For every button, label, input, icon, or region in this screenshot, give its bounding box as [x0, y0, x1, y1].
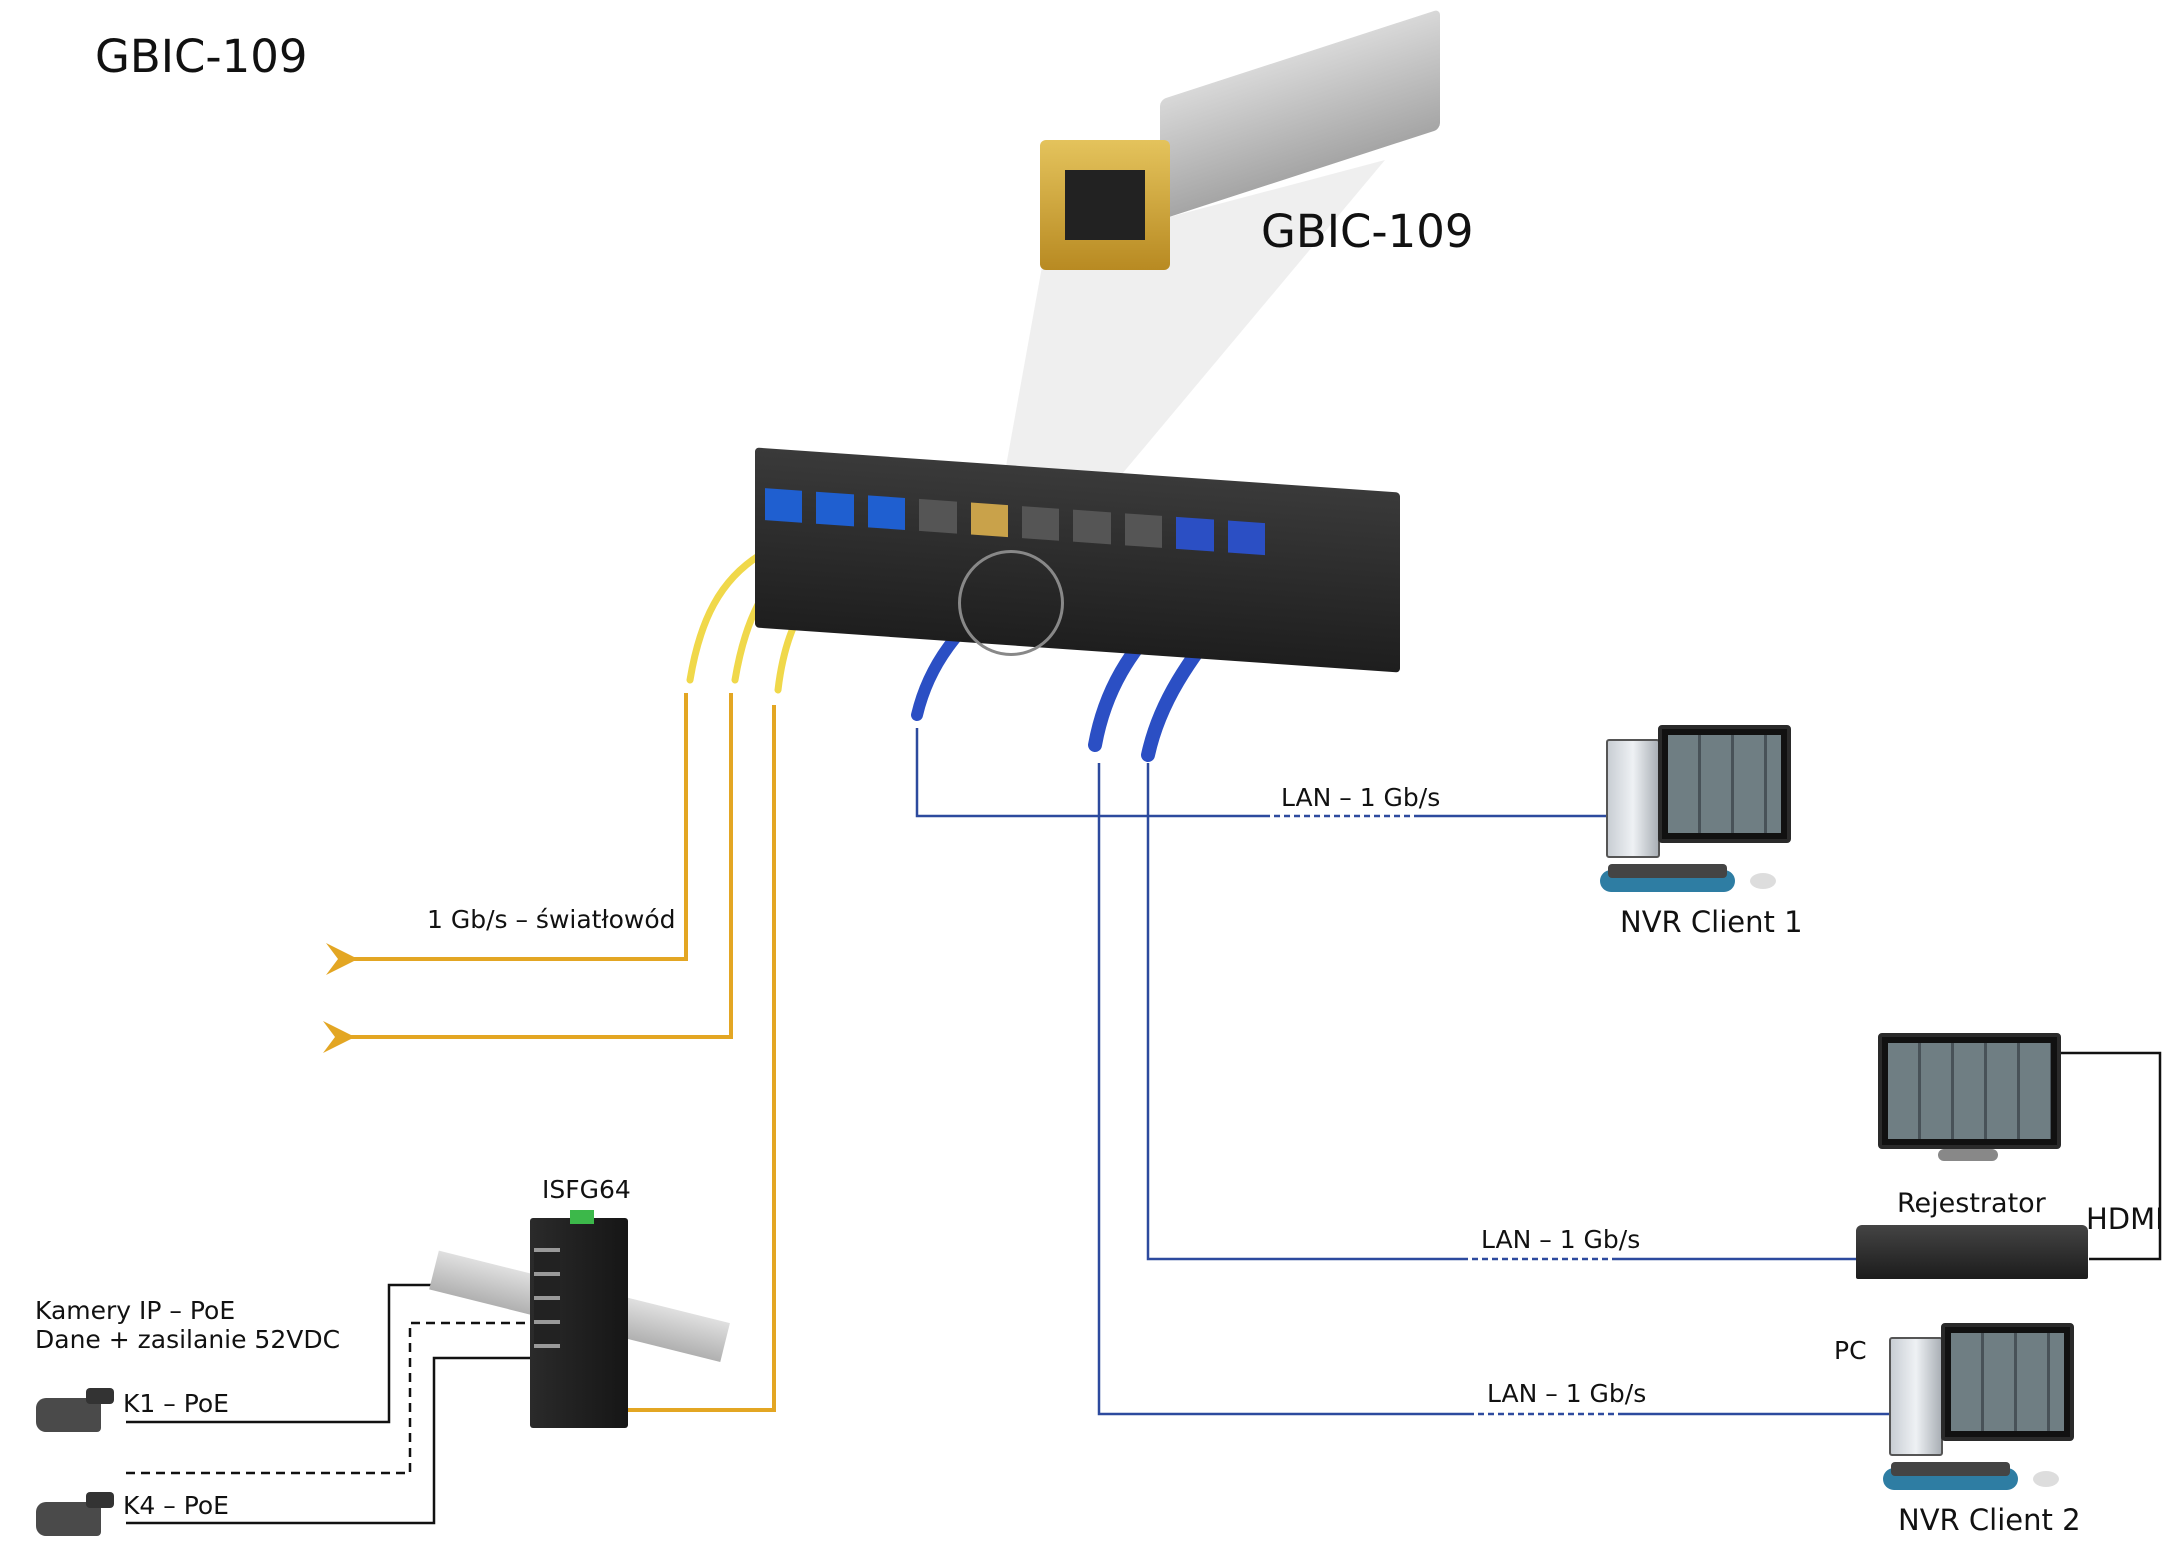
lan-label-2: LAN – 1 Gb/s — [1481, 1225, 1641, 1254]
camera-k1-icon — [36, 1388, 116, 1438]
nvr-client-1-label: NVR Client 1 — [1620, 905, 1803, 939]
nvr-client-2-computer — [1883, 1323, 2074, 1493]
lan-label-3: LAN – 1 Gb/s — [1487, 1379, 1647, 1408]
gbic-module-image — [1040, 9, 1440, 280]
camera-k4-icon — [36, 1492, 116, 1542]
isfg64-switch-image — [530, 1210, 628, 1428]
cameras-heading-line1: Kamery IP – PoE — [35, 1296, 236, 1325]
cameras-heading-line2: Dane + zasilanie 52VDC — [35, 1325, 341, 1354]
hdmi-label: HDMI — [2086, 1202, 2164, 1236]
recorder-label: Rejestrator — [1897, 1188, 2046, 1219]
fiber-label: 1 Gb/s – światłowód — [427, 905, 676, 934]
fiber-line-1 — [326, 693, 688, 975]
lan-label-1: LAN – 1 Gb/s — [1281, 783, 1441, 812]
recorder-monitor — [1878, 1033, 2061, 1169]
page-title: GBIC-109 — [95, 30, 308, 83]
hdmi-line — [2061, 1051, 2162, 1261]
highlight-circle — [958, 550, 1064, 656]
lan-line-nvr2 — [1097, 763, 1890, 1416]
poe-line-k2 — [126, 1321, 536, 1475]
module-label: GBIC-109 — [1261, 205, 1474, 258]
camera-k1-label: K1 – PoE — [123, 1389, 229, 1418]
poe-line-k4 — [126, 1356, 536, 1525]
lan-line-recorder — [1146, 763, 1859, 1261]
camera-k4-label: K4 – PoE — [123, 1491, 229, 1520]
nvr-client-1-computer — [1600, 725, 1795, 895]
pc-label: PC — [1834, 1336, 1867, 1365]
lan-line-nvr1 — [915, 728, 1607, 818]
nvr-client-2-label: NVR Client 2 — [1898, 1503, 2081, 1537]
isfg64-label: ISFG64 — [542, 1175, 631, 1204]
recorder-dvr-image — [1856, 1225, 2088, 1279]
fiber-line-2 — [323, 693, 733, 1053]
